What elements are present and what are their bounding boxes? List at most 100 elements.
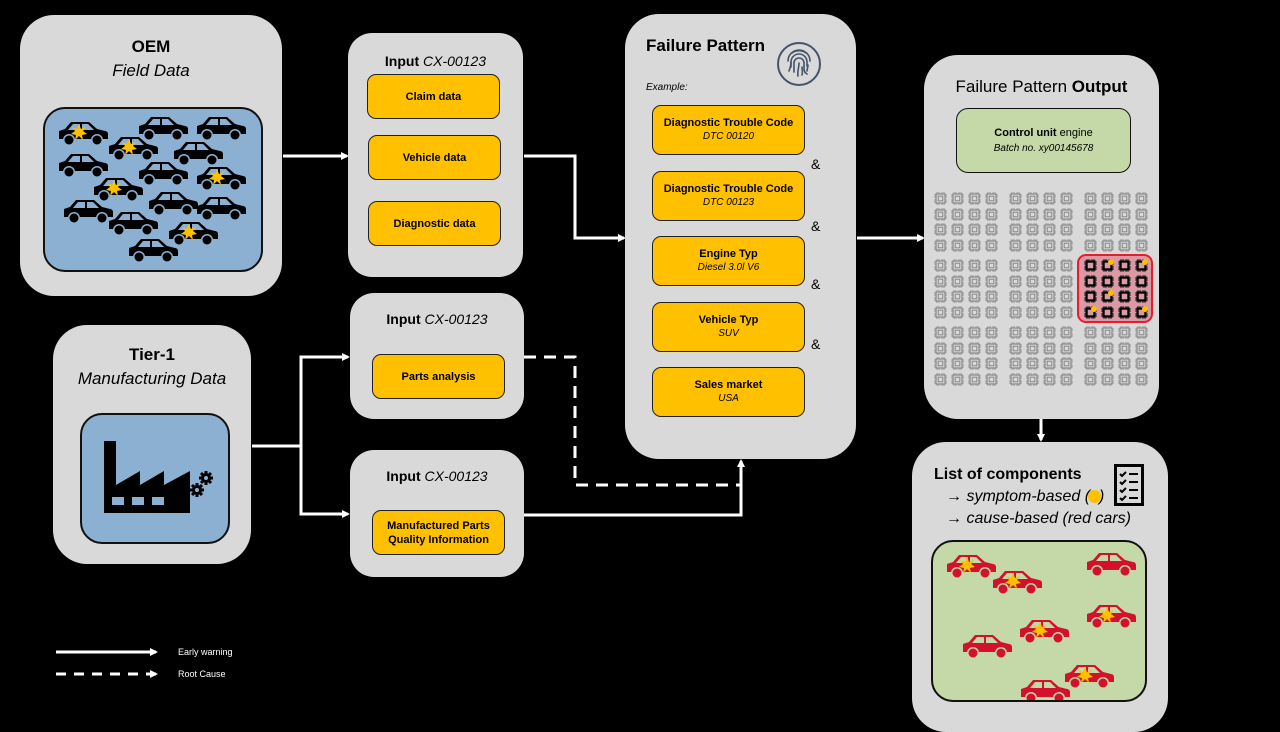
- chip-icon: [951, 290, 964, 303]
- chip-icon: [934, 238, 947, 252]
- chip-icon: [1060, 305, 1073, 319]
- chip-icon: [1101, 223, 1114, 236]
- car-icon: [145, 189, 199, 217]
- failure-pattern-title: Failure Pattern: [646, 36, 766, 55]
- chip-icon: [1118, 326, 1131, 339]
- chip-icon: [968, 341, 981, 355]
- chip-icon: [1009, 305, 1022, 319]
- chip-icon: [1026, 238, 1039, 252]
- chip-icon: [1118, 259, 1131, 272]
- chip-icon: [1118, 274, 1131, 288]
- chip-icon: [985, 341, 998, 355]
- input-item-parts-analysis[interactable]: Parts analysis: [372, 354, 505, 399]
- red-car-flagged-icon: [943, 552, 997, 580]
- chip-icon: [1009, 274, 1022, 288]
- input-id: CX-00123: [424, 311, 488, 327]
- car-icon: [60, 197, 114, 225]
- failure-pattern-panel: Failure Pattern Example: Diagnostic Trou…: [625, 14, 856, 459]
- chip-icon: [1060, 274, 1073, 288]
- chip-icon: [1009, 341, 1022, 355]
- input-oem-panel: Input CX-00123 Claim data Vehicle data D…: [348, 33, 523, 277]
- condition-value: DTC 00123: [702, 197, 755, 208]
- chip-icon: [1118, 223, 1131, 236]
- chip-icon: [1084, 305, 1097, 319]
- chip-icon: [934, 192, 947, 205]
- input-quality-panel: Input CX-00123 Manufactured Parts Qualit…: [350, 450, 524, 577]
- output-title-bold: Output: [1071, 77, 1128, 96]
- input-item-claim-data[interactable]: Claim data: [367, 74, 500, 119]
- chip-icon: [1009, 357, 1022, 370]
- chip-icon: [951, 274, 964, 288]
- car-flagged-icon: [105, 134, 159, 162]
- dashed-arrow-parts-to-pattern: [524, 355, 741, 487]
- input-item-quality-info[interactable]: Manufactured Parts Quality Information: [372, 510, 505, 555]
- components-list-panel: List of components → symptom-based () → …: [912, 442, 1168, 732]
- input-label: Input: [384, 53, 420, 69]
- chip-icon: [951, 326, 964, 339]
- car-icon: [170, 139, 224, 167]
- chip-icon: [1118, 238, 1131, 252]
- chip-icon: [1043, 274, 1056, 288]
- legend-root-cause: Root Cause: [178, 669, 226, 679]
- car-flagged-icon: [165, 219, 219, 247]
- cause-based-line: → cause-based (red cars): [946, 510, 1131, 527]
- output-component-box[interactable]: Control unit engine Batch no. xy00145678: [956, 108, 1131, 173]
- chip-icon: [968, 326, 981, 339]
- red-car-flagged-icon: [1083, 602, 1137, 630]
- chip-icon: [1101, 207, 1114, 221]
- chip-icon: [1026, 372, 1039, 386]
- chip-icon: [1084, 326, 1097, 339]
- symptom-star-icon: [1090, 492, 1100, 501]
- checklist-icon: [1114, 464, 1144, 506]
- condition-value: DTC 00120: [702, 131, 755, 142]
- input-quality-title: Input CX-00123: [350, 468, 524, 484]
- chip-icon: [1043, 372, 1056, 386]
- output-title: Failure Pattern Output: [924, 77, 1159, 97]
- arrow-quality-to-pattern: [524, 459, 745, 517]
- chip-icon: [1101, 357, 1114, 370]
- chip-icon: [1135, 238, 1148, 252]
- input-parts-title: Input CX-00123: [350, 311, 524, 327]
- oem-fleet-box: [43, 107, 263, 272]
- chip-icon: [1135, 290, 1148, 303]
- chip-icon: [1084, 372, 1097, 386]
- red-cars-box: [931, 540, 1147, 702]
- chip-icon: [1101, 305, 1114, 319]
- and-connector: &: [811, 218, 821, 234]
- chip-icon: [1135, 223, 1148, 236]
- chip-icon: [1118, 192, 1131, 205]
- red-car-icon: [1017, 677, 1071, 700]
- chip-icon: [951, 357, 964, 370]
- input-id: CX-00123: [423, 53, 487, 69]
- chip-icon: [934, 274, 947, 288]
- chip-icon: [985, 207, 998, 221]
- factory-icon: [104, 441, 190, 513]
- chip-icon: [968, 357, 981, 370]
- chip-icon: [1026, 192, 1039, 205]
- car-icon: [135, 159, 189, 187]
- input-item-diagnostic-data[interactable]: Diagnostic data: [368, 201, 501, 246]
- chip-icon: [1060, 238, 1073, 252]
- chip-icon: [1118, 357, 1131, 370]
- chip-icon: [951, 341, 964, 355]
- chip-icon: [1009, 372, 1022, 386]
- chip-icon: [1026, 326, 1039, 339]
- chip-icon: [1009, 238, 1022, 252]
- chip-icon: [1026, 290, 1039, 303]
- chip-icon: [985, 305, 998, 319]
- chip-icon: [1084, 357, 1097, 370]
- chip-icon: [968, 192, 981, 205]
- chip-icon: [1026, 274, 1039, 288]
- chip-icon: [985, 357, 998, 370]
- input-label: Input: [386, 311, 421, 327]
- chip-icon: [1026, 357, 1039, 370]
- chip-icon: [1101, 326, 1114, 339]
- chip-icon: [1043, 305, 1056, 319]
- input-item-vehicle-data[interactable]: Vehicle data: [368, 135, 501, 180]
